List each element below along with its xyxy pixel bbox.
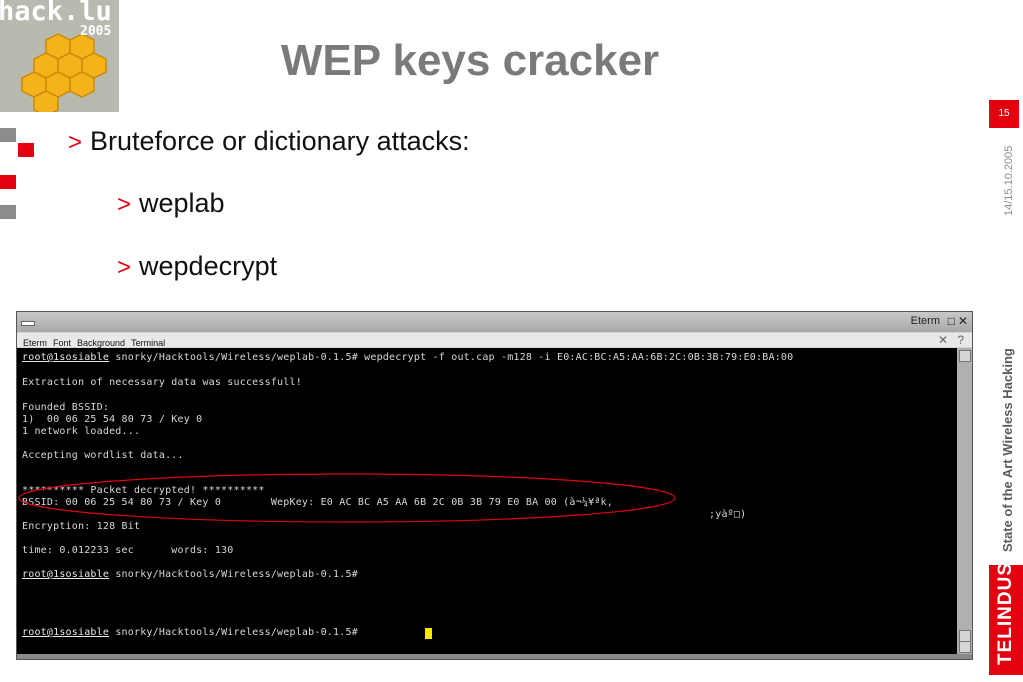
decor-square-gray [0,128,16,142]
date-label: 14/15.10.2005 [1003,145,1015,216]
bullet-marker: > [68,129,83,156]
bullet-item: > wepdecrypt [117,251,277,282]
window-titlebar[interactable]: Eterm □ ✕ [17,312,972,332]
honeycomb-logo-graphic [21,33,107,112]
help-icon[interactable]: ? [957,333,964,347]
menu-background[interactable]: Background [77,338,126,348]
scroll-up-icon[interactable] [959,350,971,362]
menu-terminal[interactable]: Terminal [131,338,166,348]
scroll-end-icon[interactable] [959,641,971,653]
logo-year: 2005 [80,24,112,39]
prompt-user: root@1sosiable [22,569,110,580]
decor-square-gray [0,205,16,219]
slide-title: WEP keys cracker [280,36,660,85]
subject-label: State of the Art Wireless Hacking [1000,348,1015,552]
window-bottom-border [17,654,972,659]
terminal-line: BSSID: 00 06 25 54 80 73 / Key 0 WepKey:… [22,497,613,508]
terminal-menubar: Eterm Font Background Terminal ✕ ? [17,333,972,348]
terminal-line: ********** Packet decrypted! ********** [22,485,265,496]
terminal-line: 1) 00 06 25 54 80 73 / Key 0 [22,414,203,425]
text-cursor [425,628,432,639]
terminal-line: root@1sosiable snorky/Hacktools/Wireless… [22,352,794,363]
terminal-line: Accepting wordlist data... [22,450,184,461]
terminal-line: Founded BSSID: [22,402,110,413]
bullet-item: > Bruteforce or dictionary attacks: [68,126,470,157]
terminal-line: time: 0.012233 sec words: 130 [22,545,234,556]
bullet-text: weplab [139,188,225,218]
menu-eterm[interactable]: Eterm [23,338,48,348]
decor-square-red [0,175,16,189]
highlight-ellipse [18,473,676,523]
terminal-line: 1 network loaded... [22,426,141,437]
terminal-line: root@1sosiable snorky/Hacktools/Wireless… [22,627,365,638]
close-tab-icon[interactable]: ✕ [937,333,948,347]
terminal-output[interactable]: root@1sosiable snorky/Hacktools/Wireless… [17,348,957,654]
maximize-button[interactable]: □ [947,314,955,328]
close-button[interactable]: ✕ [957,314,968,328]
minimize-icon[interactable] [21,321,35,326]
terminal-line: Encryption: 128 Bit [22,521,141,532]
prompt-user: root@1sosiable [22,627,110,638]
bullet-marker: > [117,254,132,281]
terminal-line: root@1sosiable snorky/Hacktools/Wireless… [22,569,358,580]
bullet-text: wepdecrypt [139,251,278,281]
telindus-logo: TELINDUS [989,562,1023,675]
terminal-line: Extraction of necessary data was success… [22,377,302,388]
menu-font[interactable]: Font [53,338,72,348]
terminal-scrollbar[interactable] [957,348,972,654]
logo-text: hack.lu [0,0,112,27]
eterm-window: Eterm □ ✕ Eterm Font Background Terminal ✕ … [16,311,973,660]
bullet-item: > weplab [117,188,225,219]
bullet-text: Bruteforce or dictionary attacks: [90,126,470,156]
brand-text: TELINDUS [995,562,1016,665]
hacklu-logo: hack.lu 2005 [0,0,119,112]
window-name: Eterm [910,315,940,327]
prompt-user: root@1sosiable [22,352,110,363]
page-number: 15 [989,100,1019,128]
decor-square-red [18,143,34,157]
terminal-line: ;yàº□) [709,509,747,520]
bullet-marker: > [117,191,132,218]
